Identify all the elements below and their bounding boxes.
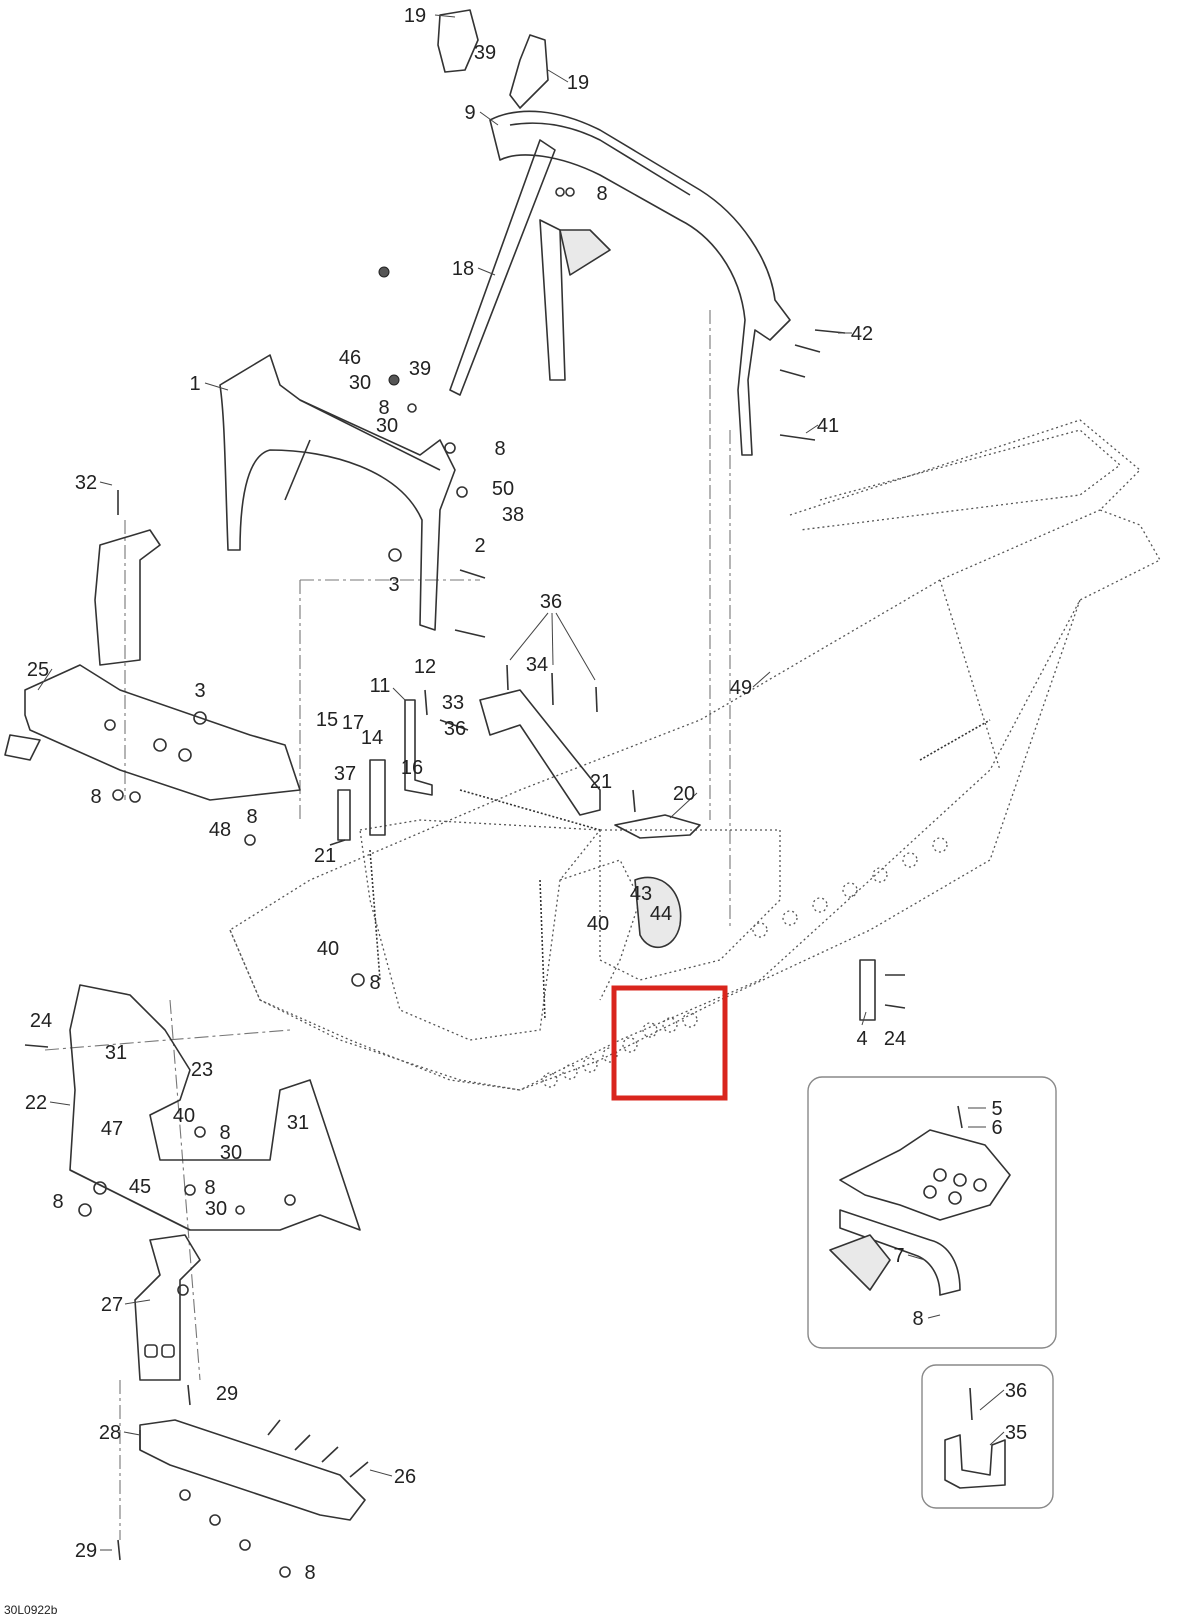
callout-3: 3 bbox=[388, 574, 399, 596]
diagram-reference-id: 30L0922b bbox=[4, 1603, 58, 1617]
rear-bumper-assembly bbox=[438, 10, 790, 455]
callout-20: 20 bbox=[673, 783, 695, 805]
callout-15: 15 bbox=[316, 709, 338, 731]
fasteners bbox=[25, 188, 905, 1577]
callout-9: 9 bbox=[464, 102, 475, 124]
callout-3: 3 bbox=[194, 680, 205, 702]
callout-19: 19 bbox=[404, 5, 426, 27]
frame-1 bbox=[220, 355, 455, 630]
callout-42: 42 bbox=[851, 323, 873, 345]
callout-41: 41 bbox=[817, 415, 839, 437]
callout-21: 21 bbox=[314, 845, 336, 867]
assembly-axis-lines bbox=[45, 310, 730, 1540]
callout-6: 6 bbox=[991, 1117, 1002, 1139]
callout-29: 29 bbox=[75, 1540, 97, 1562]
callout-19: 19 bbox=[567, 72, 589, 94]
callout-26: 26 bbox=[394, 1466, 416, 1488]
highlight-box bbox=[614, 988, 725, 1098]
center-brackets bbox=[338, 690, 875, 1020]
left-support-assembly bbox=[5, 530, 300, 800]
callout-8: 8 bbox=[596, 183, 607, 205]
callout-30: 30 bbox=[205, 1198, 227, 1220]
callout-44: 44 bbox=[650, 903, 672, 925]
callout-18: 18 bbox=[452, 258, 474, 280]
callout-32: 32 bbox=[75, 472, 97, 494]
callout-36: 36 bbox=[1005, 1380, 1027, 1402]
callout-21: 21 bbox=[590, 771, 612, 793]
callout-8: 8 bbox=[219, 1122, 230, 1144]
callout-8: 8 bbox=[494, 438, 505, 460]
inset-footrest-detail bbox=[808, 1077, 1056, 1348]
callout-2: 2 bbox=[474, 535, 485, 557]
callout-30: 30 bbox=[349, 372, 371, 394]
inset-clip-detail bbox=[922, 1365, 1053, 1508]
callout-48: 48 bbox=[209, 819, 231, 841]
callout-43: 43 bbox=[630, 883, 652, 905]
callout-34: 34 bbox=[526, 654, 548, 676]
callout-45: 45 bbox=[129, 1176, 151, 1198]
callout-33: 33 bbox=[442, 692, 464, 714]
callout-22: 22 bbox=[25, 1092, 47, 1114]
callout-31: 31 bbox=[287, 1112, 309, 1134]
callout-8: 8 bbox=[369, 972, 380, 994]
callout-40: 40 bbox=[317, 938, 339, 960]
callout-8: 8 bbox=[52, 1191, 63, 1213]
callout-25: 25 bbox=[27, 659, 49, 681]
callout-46: 46 bbox=[339, 347, 361, 369]
callout-40: 40 bbox=[587, 913, 609, 935]
callout-50: 50 bbox=[492, 478, 514, 500]
callout-8: 8 bbox=[204, 1177, 215, 1199]
callout-29: 29 bbox=[216, 1383, 238, 1405]
callout-35: 35 bbox=[1005, 1422, 1027, 1444]
callout-24: 24 bbox=[884, 1028, 906, 1050]
callout-36: 36 bbox=[540, 591, 562, 613]
callout-8: 8 bbox=[90, 786, 101, 808]
callout-40: 40 bbox=[173, 1105, 195, 1127]
callout-12: 12 bbox=[414, 656, 436, 678]
callout-14: 14 bbox=[361, 727, 383, 749]
callout-30: 30 bbox=[376, 415, 398, 437]
callout-39: 39 bbox=[474, 42, 496, 64]
callout-11: 11 bbox=[370, 675, 391, 697]
callout-27: 27 bbox=[101, 1294, 123, 1316]
callout-24: 24 bbox=[30, 1010, 52, 1032]
callout-36: 36 bbox=[444, 718, 466, 740]
callout-37: 37 bbox=[334, 763, 356, 785]
callout-47: 47 bbox=[101, 1118, 123, 1140]
callout-4: 4 bbox=[856, 1028, 867, 1050]
callout-30: 30 bbox=[220, 1142, 242, 1164]
callout-28: 28 bbox=[99, 1422, 121, 1444]
callout-7: 7 bbox=[893, 1245, 904, 1267]
callout-16: 16 bbox=[401, 757, 423, 779]
callout-1: 1 bbox=[189, 373, 200, 395]
callout-23: 23 bbox=[191, 1059, 213, 1081]
callout-38: 38 bbox=[502, 504, 524, 526]
callout-49: 49 bbox=[730, 677, 752, 699]
callout-8: 8 bbox=[246, 806, 257, 828]
leader-lines bbox=[38, 15, 866, 1550]
callout-8: 8 bbox=[912, 1308, 923, 1330]
crossmember-28 bbox=[140, 1420, 365, 1520]
callout-8: 8 bbox=[304, 1562, 315, 1584]
callout-31: 31 bbox=[105, 1042, 127, 1064]
callout-39: 39 bbox=[409, 358, 431, 380]
